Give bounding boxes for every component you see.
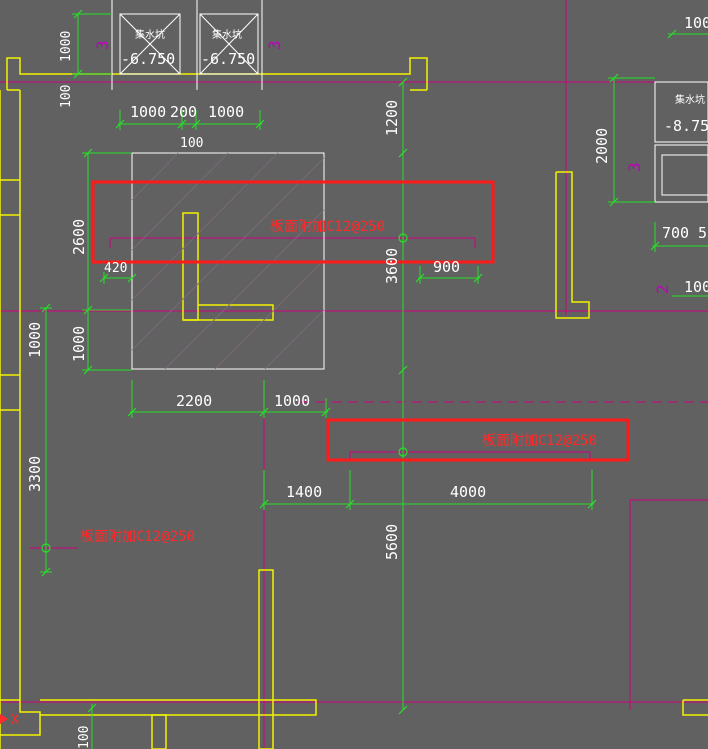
dim-100-bottom: 100 (77, 726, 92, 749)
section-tag-3a: 3 (93, 40, 112, 50)
pit-2: 集水坑 -6.750 (199, 13, 259, 75)
rebar-markers (41, 233, 408, 553)
highlight-box-lower[interactable] (326, 418, 630, 462)
dim-2600: 2600 (70, 219, 88, 255)
dimension-ticks (41, 9, 677, 715)
dim-4000: 4000 (450, 483, 486, 501)
dimension-lines (40, 13, 708, 749)
dim-2000: 2000 (593, 128, 611, 164)
dim-200: 200 (170, 103, 197, 121)
dim-1400: 1400 (286, 483, 322, 501)
ucs-axis-marker: X (0, 713, 19, 728)
pit-hatching (131, 152, 325, 370)
dim-5600: 5600 (383, 524, 401, 560)
dim-700: 700 (662, 224, 689, 242)
dim-3600: 3600 (383, 248, 401, 284)
dim-1000-b: 1000 (208, 103, 244, 121)
pit-2-caption: 集水坑 (212, 28, 242, 41)
section-tag-3b: 3 (265, 40, 284, 50)
dim-1200: 1200 (383, 100, 401, 136)
pit-1-caption: 集水坑 (135, 28, 165, 41)
dim-1000-a: 1000 (130, 103, 166, 121)
walls (0, 57, 708, 749)
dashed-axis-lines (300, 401, 708, 700)
dim-1000-right-bottom: 1000 (684, 278, 708, 296)
pit-3-caption: 集水坑 (675, 93, 705, 106)
pit-3-elevation: -8.750 (664, 117, 708, 135)
dim-1000-vert-b: 1000 (70, 326, 88, 362)
dim-2200: 2200 (176, 392, 212, 410)
pit-2-elevation: -6.750 (201, 50, 255, 68)
pit-3: 集水坑 -8.750 (664, 93, 708, 135)
pit-1: 集水坑 -6.750 (119, 13, 181, 75)
dim-100-mid: 100 (180, 136, 203, 151)
pit-1-elevation: -6.750 (121, 50, 175, 68)
section-tag-2: 2 (653, 284, 672, 294)
axis-x-label: X (11, 713, 19, 728)
dim-1000-vert-a: 1000 (26, 322, 44, 358)
rebar-annotation-1: 板面附加C12@250 (270, 219, 385, 235)
dim-900: 900 (433, 258, 460, 276)
dim-1000-top-left: 1000 (59, 31, 74, 62)
rebar-annotation-2: 板面附加C12@250 (482, 433, 597, 449)
dim-100-left: 100 (59, 85, 74, 108)
dim-50: 50 (698, 224, 708, 242)
dim-3300: 3300 (26, 456, 44, 492)
highlight-box-upper[interactable] (91, 180, 495, 264)
dim-1000-right-top: 1000 (684, 14, 708, 32)
dim-420: 420 (104, 261, 127, 276)
section-tag-3c: 3 (625, 162, 644, 172)
rebar-annotation-3: 板面附加C12@250 (80, 529, 195, 545)
dim-1000-c: 1000 (274, 392, 310, 410)
